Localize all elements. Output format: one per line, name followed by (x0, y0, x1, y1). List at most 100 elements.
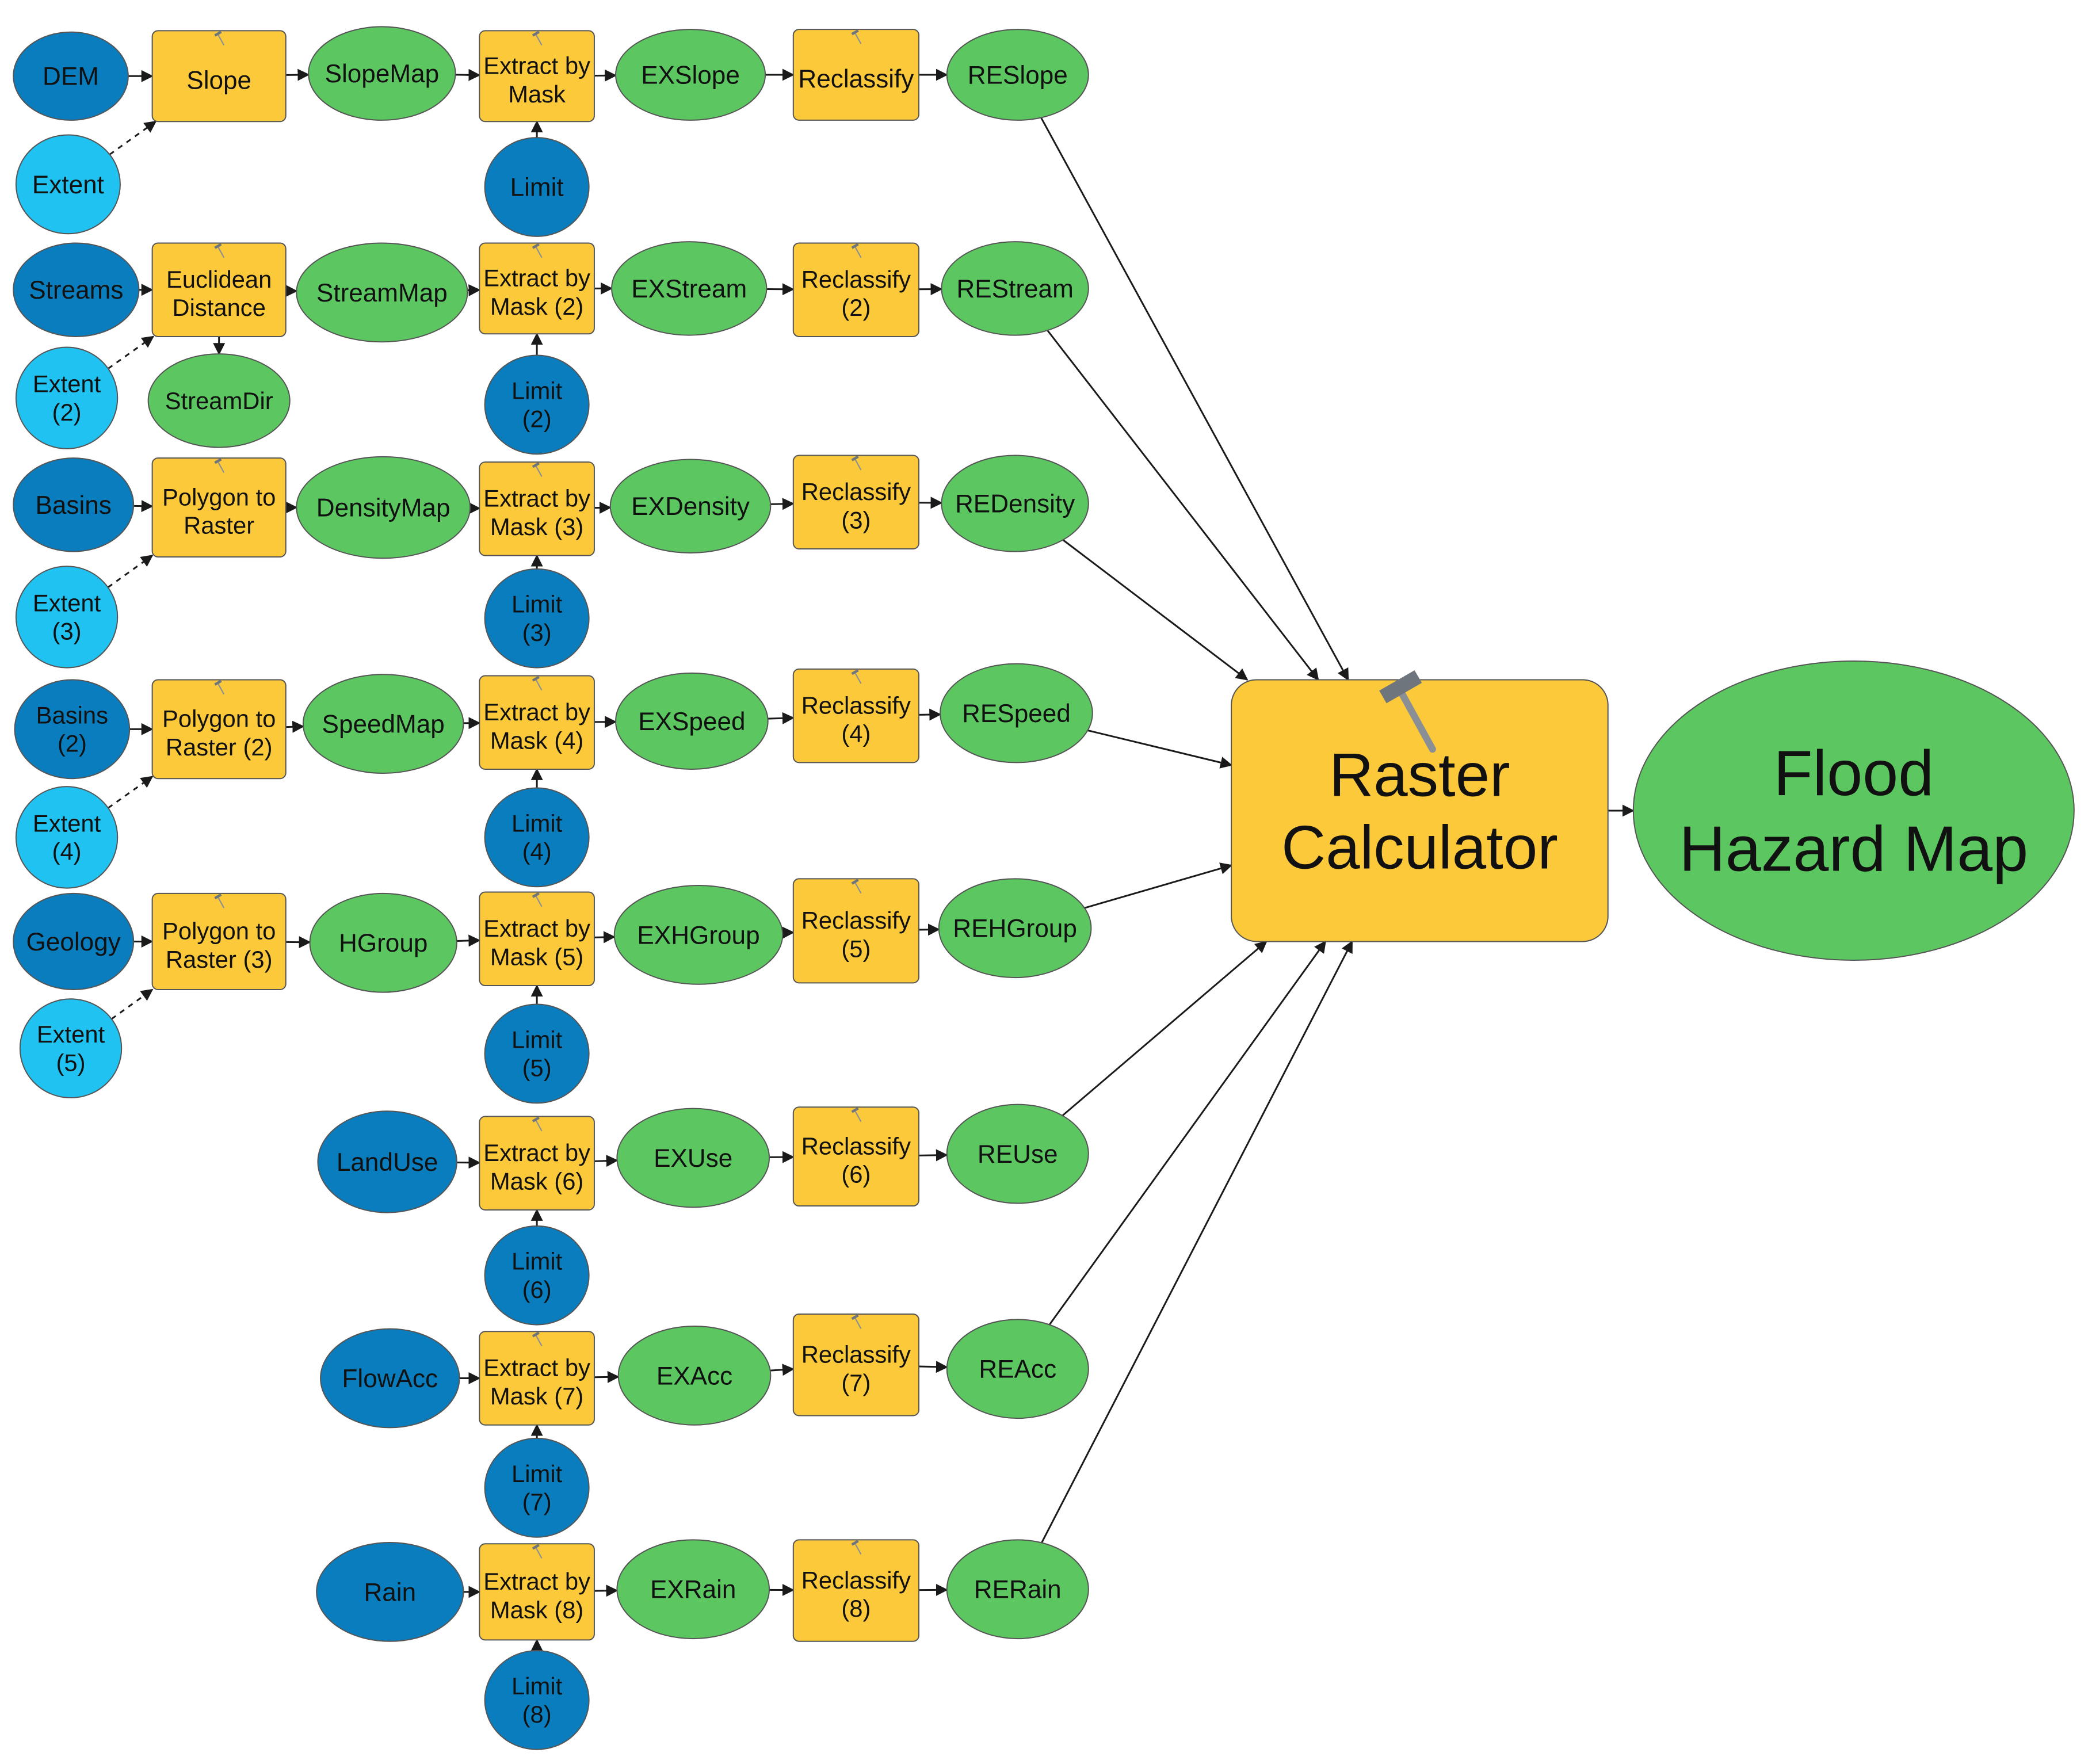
node-label-limit3: Limit(3) (511, 591, 563, 646)
node-extent2[interactable]: Extent(2) (15, 346, 119, 449)
node-extent3[interactable]: Extent(3) (15, 566, 119, 669)
node-exdensity[interactable]: EXDensity (609, 459, 772, 553)
data-ellipse (15, 346, 119, 449)
node-exrain[interactable]: EXRain (616, 1539, 770, 1640)
node-redensity[interactable]: REDensity (941, 455, 1089, 552)
data-ellipse (613, 884, 784, 985)
data-ellipse (316, 1541, 464, 1642)
node-basins2[interactable]: Basins(2) (14, 679, 131, 780)
tool-box (479, 1331, 595, 1426)
node-reclass4[interactable]: Reclassify(4) (792, 668, 919, 763)
node-label-reclass4: Reclassify(4) (801, 692, 911, 747)
node-exhgroup[interactable]: EXHGroup (613, 884, 784, 985)
hammer-icon (214, 458, 224, 473)
connector-reclass5-to-rehgroup (918, 923, 940, 936)
node-label-rain: Rain (364, 1578, 416, 1606)
node-rerain[interactable]: RERain (946, 1539, 1089, 1640)
hammer-icon (532, 243, 543, 258)
data-ellipse (308, 26, 456, 121)
data-ellipse (13, 892, 135, 991)
data-ellipse (484, 1437, 590, 1538)
node-exstream[interactable]: EXStream (611, 241, 768, 336)
node-slopemap[interactable]: SlopeMap (308, 26, 456, 121)
node-exuse[interactable]: EXUse (616, 1108, 770, 1208)
node-label-basins: Basins (35, 491, 111, 520)
node-landuse[interactable]: LandUse (317, 1110, 457, 1213)
node-basins[interactable]: Basins (13, 457, 135, 552)
node-limit2[interactable]: Limit(2) (484, 354, 590, 455)
node-reclass5[interactable]: Reclassify(5) (792, 878, 919, 984)
node-label-exstream: EXStream (631, 275, 747, 303)
node-extent5[interactable]: Extent(5) (19, 998, 123, 1099)
node-extent1[interactable]: Extent (15, 134, 121, 235)
node-reclass1[interactable]: Reclassify (792, 29, 919, 121)
node-streammap[interactable]: StreamMap (296, 242, 468, 343)
node-label-streammap: StreamMap (316, 279, 448, 307)
data-ellipse (309, 892, 457, 993)
tool-box (479, 30, 595, 123)
node-respeed[interactable]: RESpeed (940, 663, 1093, 763)
node-limit5[interactable]: Limit(5) (484, 1003, 590, 1104)
node-extent4[interactable]: Extent(4) (15, 786, 119, 889)
connector-extract6-to-exuse (594, 1155, 619, 1167)
data-ellipse (941, 455, 1089, 552)
node-dem[interactable]: DEM (13, 31, 129, 121)
node-exspeed[interactable]: EXSpeed (615, 672, 769, 770)
node-exacc[interactable]: EXAcc (617, 1325, 772, 1426)
node-label-reclass1: Reclassify (798, 65, 914, 93)
node-label-hgroup: HGroup (339, 929, 427, 957)
node-densitymap[interactable]: DensityMap (296, 456, 471, 559)
node-rehgroup[interactable]: REHGroup (938, 878, 1092, 979)
node-reclass2[interactable]: Reclassify(2) (792, 242, 919, 337)
node-reclass6[interactable]: Reclassify(6) (792, 1106, 919, 1207)
tool-box (479, 675, 595, 770)
node-restream[interactable]: REStream (941, 241, 1089, 336)
data-ellipse (296, 456, 471, 559)
node-hgroup[interactable]: HGroup (309, 892, 457, 993)
hammer-icon (532, 30, 543, 45)
node-streams[interactable]: Streams (13, 242, 140, 337)
node-reclass3[interactable]: Reclassify(3) (792, 455, 919, 550)
node-slope[interactable]: Slope (151, 30, 287, 123)
connector-reclass7-to-reacc (918, 1361, 948, 1373)
node-streamdir[interactable]: StreamDir (147, 353, 291, 448)
node-limit4[interactable]: Limit(4) (484, 787, 590, 888)
node-label-exrain: EXRain (650, 1576, 736, 1604)
node-flowacc[interactable]: FlowAcc (320, 1328, 460, 1429)
node-reuse[interactable]: REUse (946, 1104, 1089, 1204)
node-exslope[interactable]: EXSlope (615, 29, 766, 121)
node-reclass8[interactable]: Reclassify(8) (792, 1539, 919, 1642)
hammer-icon (214, 30, 224, 45)
node-reacc[interactable]: REAcc (946, 1319, 1089, 1419)
node-reclass7[interactable]: Reclassify(7) (792, 1314, 919, 1416)
node-limit1[interactable]: Limit (484, 137, 590, 237)
node-reslope[interactable]: RESlope (946, 29, 1089, 121)
node-limit7[interactable]: Limit(7) (484, 1437, 590, 1538)
node-limit3[interactable]: Limit(3) (484, 568, 590, 669)
node-limit6[interactable]: Limit(6) (484, 1225, 590, 1326)
node-label-respeed: RESpeed (962, 700, 1071, 728)
node-speedmap[interactable]: SpeedMap (302, 674, 464, 774)
node-rain[interactable]: Rain (316, 1541, 464, 1642)
hammer-icon (214, 893, 224, 908)
node-geology[interactable]: Geology (13, 892, 135, 991)
node-label-limit8: Limit(8) (511, 1673, 563, 1728)
data-ellipse (484, 354, 590, 455)
node-limit8[interactable]: Limit(8) (484, 1650, 590, 1750)
